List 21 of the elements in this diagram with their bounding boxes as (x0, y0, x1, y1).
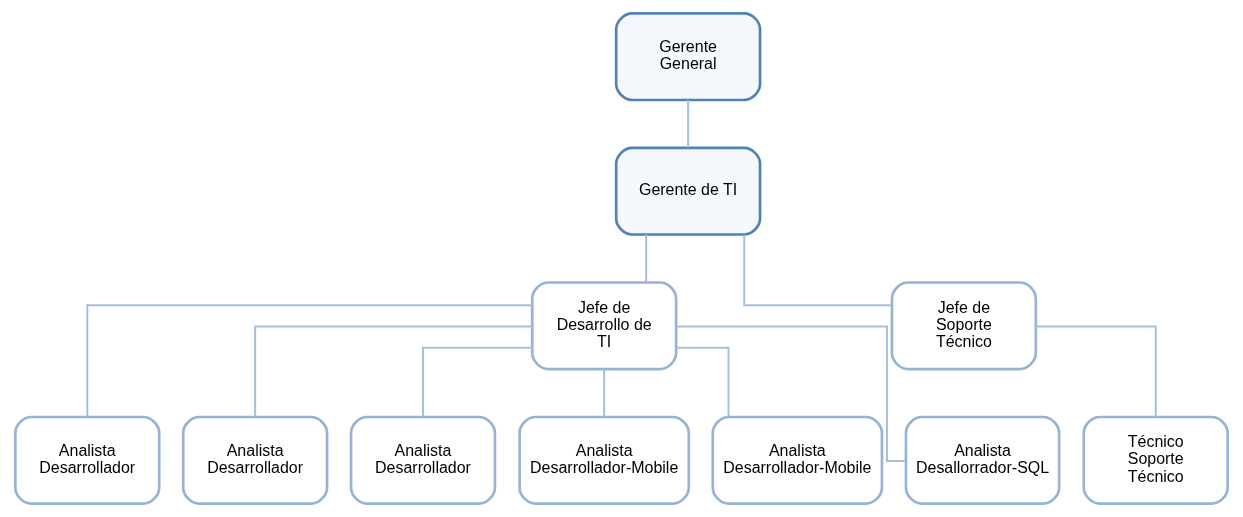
node-box: Analista Desarrollador (349, 415, 497, 505)
connector (687, 99, 690, 149)
connector (675, 325, 907, 462)
node-box: Analista Desallorrador-SQL (904, 415, 1061, 505)
node-box: Analista Desarrollador (14, 415, 161, 505)
connector (254, 325, 533, 418)
node-box: Gerente General (614, 12, 762, 102)
node-box: Analista Desarrollador-Mobile (711, 415, 884, 505)
node-box: Gerente de TI (614, 146, 762, 236)
node-box: Analista Desarrollador-Mobile (518, 415, 691, 505)
connector (422, 346, 534, 418)
connector (603, 368, 606, 418)
node-box: Jefe de Soporte Técnico (890, 281, 1038, 371)
connector (645, 233, 648, 284)
node-box: Analista Desarrollador (181, 415, 329, 505)
node-box: Técnico Soporte Técnico (1082, 415, 1229, 505)
connector (675, 346, 730, 418)
connector (86, 304, 533, 418)
connector (1034, 325, 1157, 418)
connector (743, 233, 893, 307)
node-box: Jefe de Desarrollo de TI (530, 281, 678, 371)
